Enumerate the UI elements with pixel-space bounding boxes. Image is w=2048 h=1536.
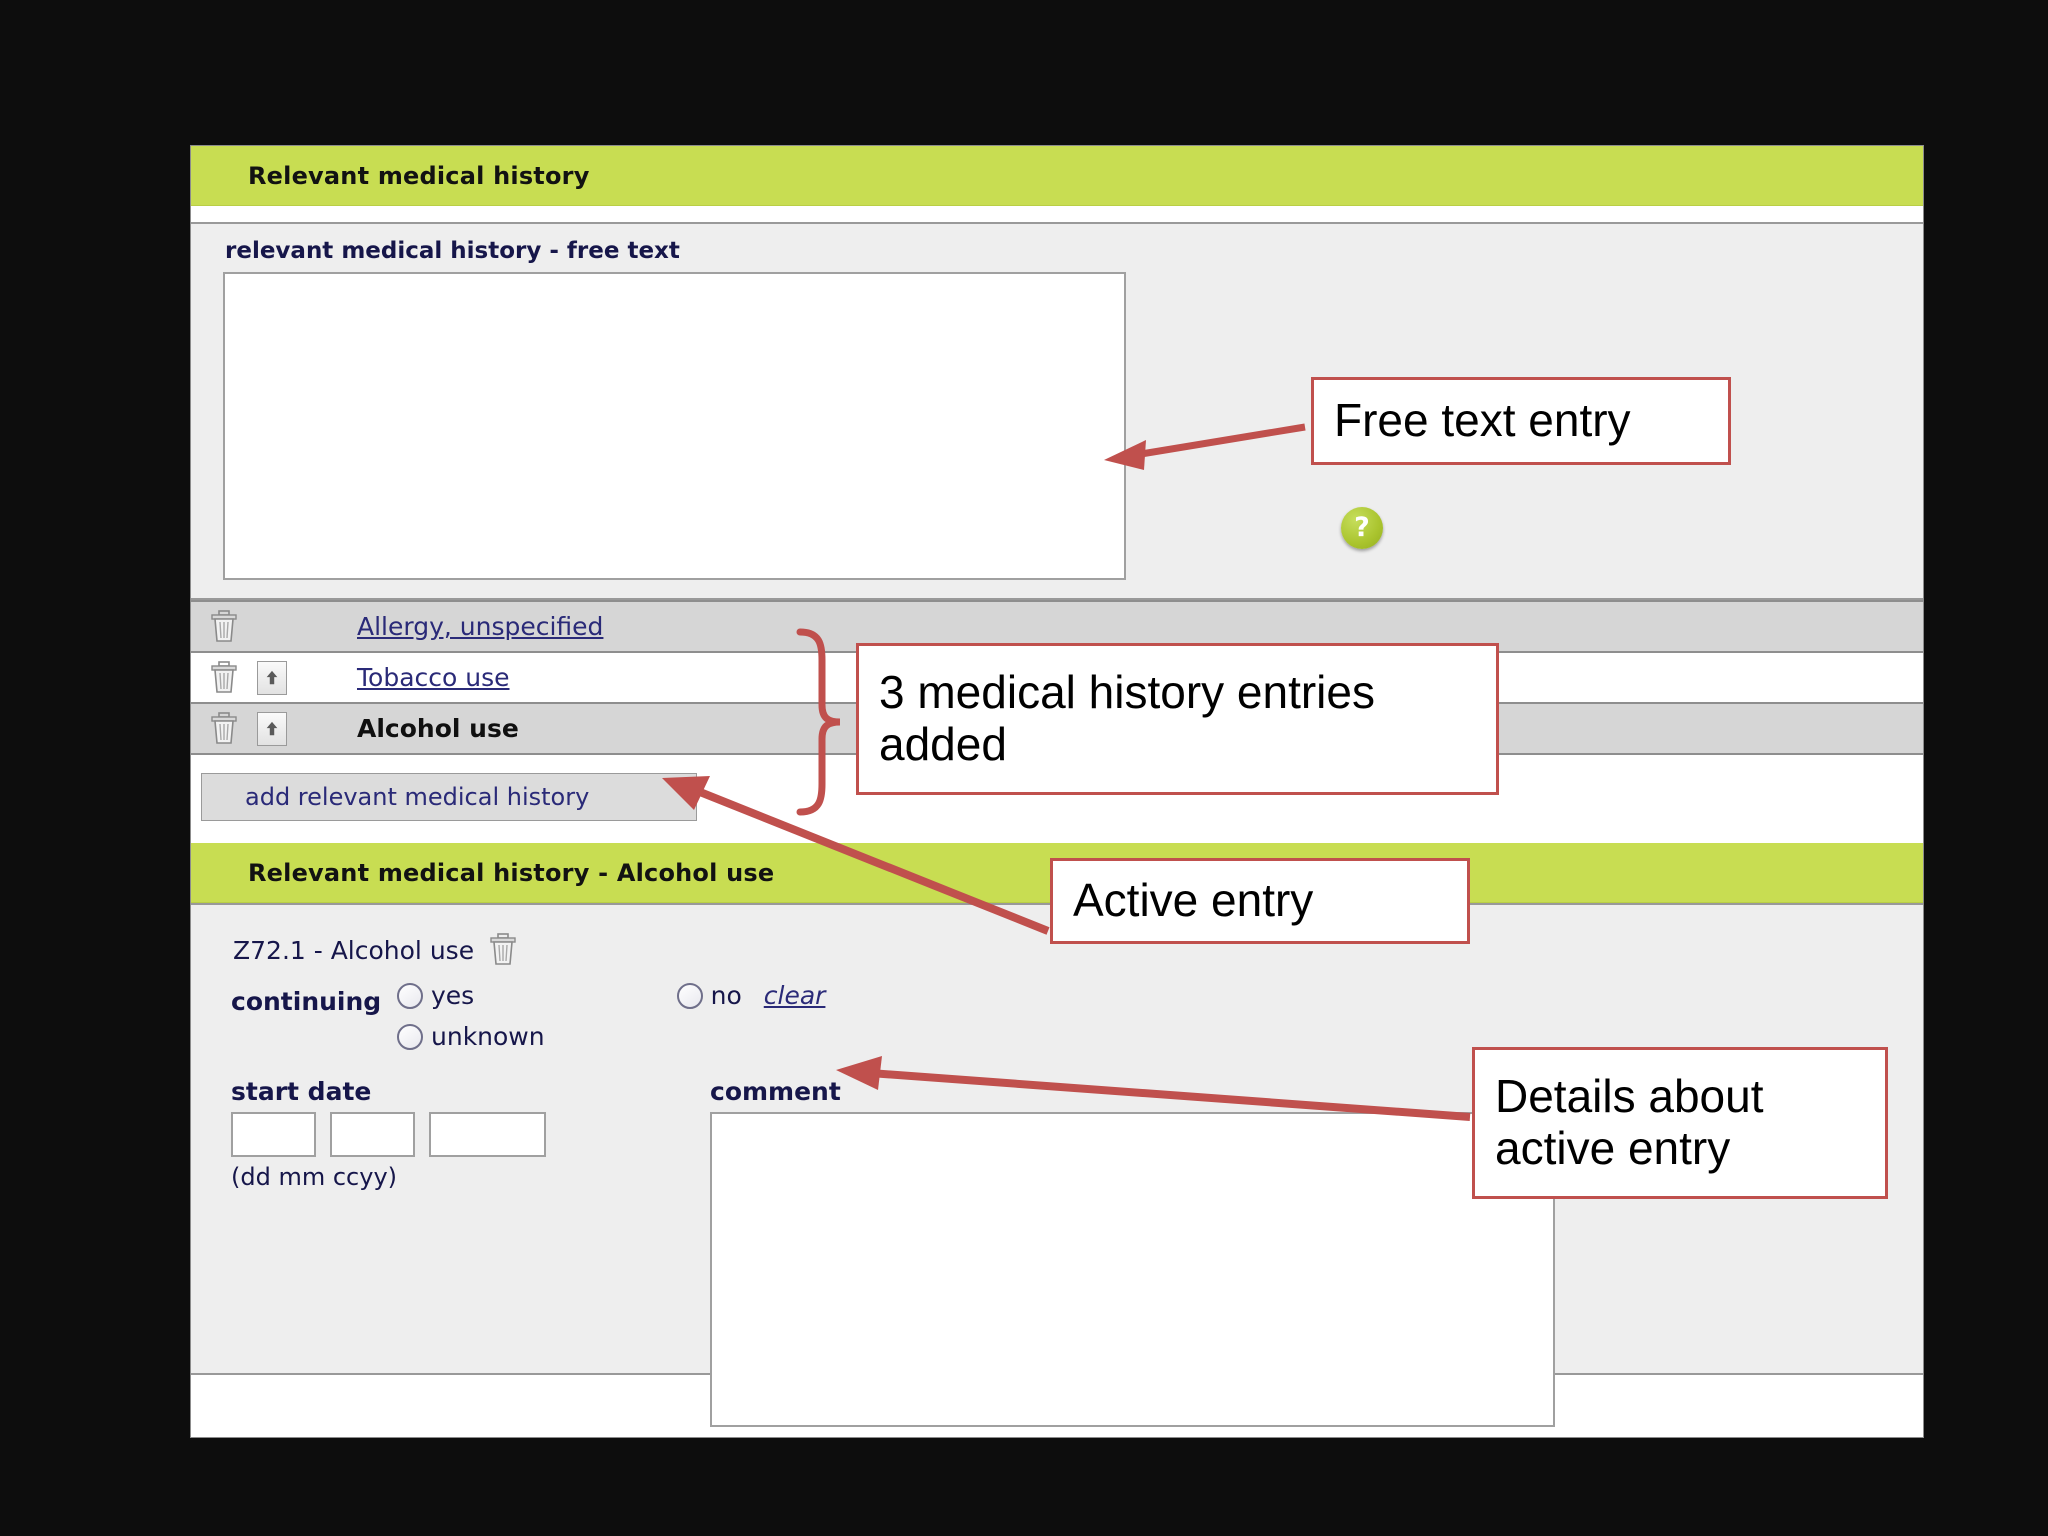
relevant-medical-history-panel: Relevant medical history relevant medica… <box>190 145 1924 1438</box>
trash-icon[interactable] <box>209 609 239 644</box>
radio-circle-icon[interactable] <box>397 982 423 1009</box>
help-question-icon[interactable]: ? <box>1341 507 1383 549</box>
start-date-year-input[interactable] <box>429 1112 546 1157</box>
entry-code-line: Z72.1 - Alcohol use <box>233 933 1923 967</box>
radio-option-yes[interactable]: yes <box>397 981 545 1010</box>
start-date-label: start date <box>231 1077 372 1106</box>
trash-icon[interactable] <box>488 933 518 967</box>
move-up-arrow-icon[interactable] <box>257 711 287 746</box>
radio-label-yes: yes <box>431 981 475 1010</box>
radio-circle-icon[interactable] <box>676 982 703 1009</box>
move-up-arrow-icon[interactable] <box>257 660 287 695</box>
continuing-label: continuing <box>231 987 382 1016</box>
section-header-bar: Relevant medical history <box>191 146 1923 206</box>
callout-text: Free text entry <box>1334 394 1631 447</box>
trash-icon[interactable] <box>209 660 239 695</box>
continuing-no-group: no clear <box>676 981 826 1010</box>
continuing-radio-group: yes unknown <box>397 981 545 1051</box>
active-entry-detail-panel: Z72.1 - Alcohol use continuing yes <box>191 903 1923 1427</box>
radio-option-no[interactable]: no clear <box>676 981 826 1010</box>
start-date-inputs <box>231 1112 546 1157</box>
callout-free-text-entry: Free text entry <box>1311 377 1731 465</box>
start-date-format-hint: (dd mm ccyy) <box>231 1163 398 1191</box>
continuing-field-group: continuing yes unknown no clear <box>231 981 1923 1051</box>
start-date-group: start date (dd mm ccyy) <box>231 1077 546 1431</box>
start-date-month-input[interactable] <box>330 1112 415 1157</box>
callout-active-entry: Active entry <box>1050 858 1470 944</box>
comment-label: comment <box>710 1077 841 1106</box>
callout-details-about-active-entry: Details about active entry <box>1472 1047 1888 1199</box>
comment-input[interactable] <box>710 1112 1555 1427</box>
callout-text: Details about active entry <box>1495 1070 1764 1174</box>
callout-text: 3 medical history entries added <box>879 666 1375 770</box>
radio-label-no: no <box>710 981 742 1010</box>
entry-link-tobacco-use[interactable]: Tobacco use <box>357 663 510 692</box>
free-text-label: relevant medical history - free text <box>225 238 680 264</box>
start-date-day-input[interactable] <box>231 1112 316 1157</box>
radio-label-unknown: unknown <box>431 1022 545 1051</box>
page-title: Relevant medical history <box>248 161 590 190</box>
radio-option-unknown[interactable]: unknown <box>397 1022 545 1051</box>
detail-title: Relevant medical history - Alcohol use <box>248 858 775 887</box>
list-item[interactable]: Allergy, unspecified <box>191 600 1923 651</box>
free-text-input[interactable] <box>223 272 1126 580</box>
header-gap <box>191 206 1923 222</box>
radio-circle-icon[interactable] <box>397 1023 423 1050</box>
trash-icon[interactable] <box>209 711 239 746</box>
detail-bottom-fields: start date (dd mm ccyy) comment <box>231 1077 1923 1431</box>
callout-entries-added: 3 medical history entries added <box>856 643 1499 795</box>
entry-link-allergy-unspecified[interactable]: Allergy, unspecified <box>357 612 604 641</box>
entry-active-alcohol-use[interactable]: Alcohol use <box>357 714 519 743</box>
up-button-placeholder <box>257 610 287 644</box>
entry-code-text: Z72.1 - Alcohol use <box>233 935 475 965</box>
comment-group: comment <box>710 1077 1555 1431</box>
add-relevant-medical-history-button[interactable]: add relevant medical history <box>201 773 697 821</box>
callout-text: Active entry <box>1073 874 1314 927</box>
clear-link[interactable]: clear <box>763 981 826 1010</box>
